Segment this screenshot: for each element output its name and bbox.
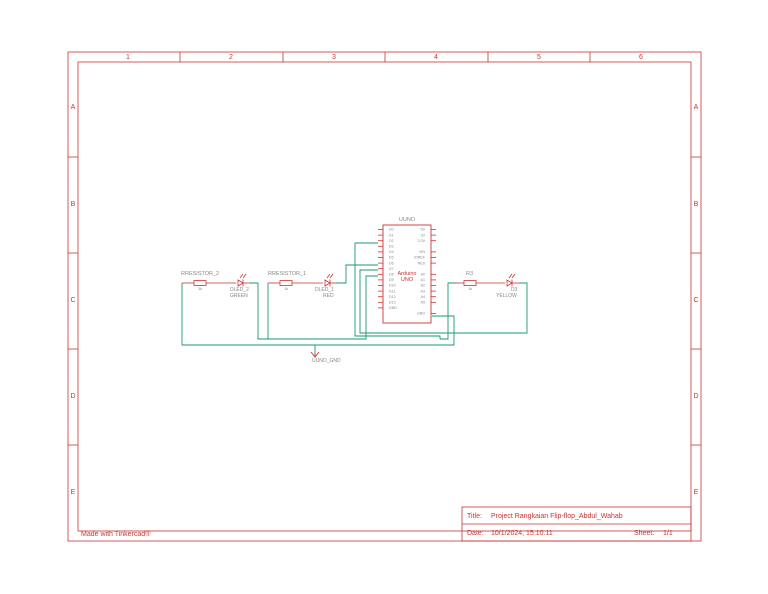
column-label: 6 — [639, 54, 643, 61]
ground-symbol — [310, 351, 320, 358]
arduino-pin-label: D9 — [389, 278, 394, 282]
resistor-3 — [456, 280, 505, 286]
row-label: E — [694, 489, 699, 496]
arduino-pin-label: D8 — [389, 273, 394, 277]
row-label: A — [694, 104, 699, 111]
title-value: Project Rangkaian Flip-flop_Abdul_Wahab — [491, 513, 623, 520]
resistor-1-name: RRESISTOR_1 — [268, 271, 306, 277]
led-3-name: D3 — [511, 287, 518, 293]
resistor-1 — [268, 280, 323, 286]
arduino-label: UNO — [401, 277, 414, 283]
led-3-color: YELLOW — [496, 293, 517, 299]
row-label: C — [70, 297, 75, 304]
title-block — [461, 506, 692, 542]
date-label: Date: — [467, 530, 484, 537]
arduino-ref: UUNO — [399, 217, 416, 223]
ground-bus-wire — [181, 283, 455, 346]
resistor-2-name: RRESISTOR_2 — [181, 271, 219, 277]
arduino-pin-label: RES — [418, 261, 426, 265]
led-1-name: DLED_1 — [315, 287, 334, 293]
row-label: E — [71, 489, 76, 496]
column-label: 4 — [434, 54, 438, 61]
led-2 — [237, 273, 250, 287]
date-value: 10/1/2024, 15.10.11 — [491, 530, 553, 537]
ground-label: UUNO_GND — [312, 358, 341, 364]
red-led-wire — [336, 264, 378, 284]
frame — [67, 51, 702, 542]
arduino-pin-label: 3.3V — [418, 239, 426, 243]
pin-wire — [354, 242, 441, 339]
green-led-wire — [250, 275, 378, 340]
resistor3-wire — [440, 282, 456, 340]
arduino-pin-label: D5 — [389, 256, 394, 260]
arduino-pin-label: D12 — [389, 295, 396, 299]
resistor-3-name: R3 — [466, 271, 473, 277]
arduino-pin-label: D10 — [389, 284, 396, 288]
arduino-pin-label: A1 — [421, 278, 425, 282]
led-3 — [506, 273, 519, 287]
column-label: 5 — [537, 54, 541, 61]
arduino-pin-label: D13 — [389, 301, 396, 305]
column-label: 1 — [126, 54, 130, 61]
yellow-led-wire — [359, 269, 528, 334]
arduino-pin-label: D11 — [389, 289, 395, 293]
column-label: 2 — [229, 54, 233, 61]
arduino-pin-label: VIN — [419, 250, 425, 254]
resistor-2 — [182, 280, 236, 286]
made-with-label: Made with Tinkercad® — [81, 530, 151, 538]
arduino-pin-label: A0 — [421, 273, 425, 277]
arduino-pin-label: D3 — [389, 245, 394, 249]
arduino-pin-label: D7 — [389, 267, 394, 271]
row-labels-left: A B C D E — [70, 104, 75, 496]
arduino-label: Arduino — [398, 271, 417, 277]
arduino-pin-label: GND — [417, 312, 425, 316]
arduino-pin-label: A5 — [421, 301, 425, 305]
arduino-pin-label: GND — [389, 306, 397, 310]
row-label: B — [694, 201, 699, 208]
arduino-pin-label: A3 — [421, 289, 425, 293]
arduino-pin-label: D1 — [389, 233, 394, 237]
arduino-pin-label: A4 — [421, 295, 425, 299]
row-label: C — [693, 297, 698, 304]
arduino-pin-label: D2 — [389, 239, 394, 243]
sheet-label: Sheet: — [634, 530, 654, 537]
resistor-3-value: 1k — [468, 286, 472, 291]
wires — [181, 242, 528, 353]
arduino-pin-label: D4 — [389, 250, 394, 254]
arduino-pin-label: D0 — [389, 228, 394, 232]
arduino-pin-label: A2 — [421, 284, 425, 288]
arduino-pin-label: 3V — [421, 233, 426, 237]
led-2-color: GREEN — [230, 293, 248, 299]
row-label: D — [70, 393, 75, 400]
led-2-name: DLED_2 — [230, 287, 249, 293]
arduino-pin-label: D6 — [389, 261, 394, 265]
led-1 — [324, 273, 336, 287]
resistor-2-value: 1k — [198, 286, 202, 291]
sheet-value: 1/1 — [663, 530, 673, 537]
row-label: A — [71, 104, 76, 111]
column-labels: 1 2 3 4 5 6 — [126, 54, 643, 61]
title-label: Title: — [467, 513, 482, 520]
row-label: D — [693, 393, 698, 400]
arduino-pin-label: IOREF — [414, 256, 426, 260]
row-label: B — [71, 201, 76, 208]
resistor-1-value: 1k — [284, 286, 288, 291]
led-1-color: RED — [323, 293, 334, 299]
arduino-pin-label: 5V — [421, 228, 426, 232]
column-label: 3 — [332, 54, 336, 61]
row-labels-right: A B C D E — [693, 104, 698, 496]
